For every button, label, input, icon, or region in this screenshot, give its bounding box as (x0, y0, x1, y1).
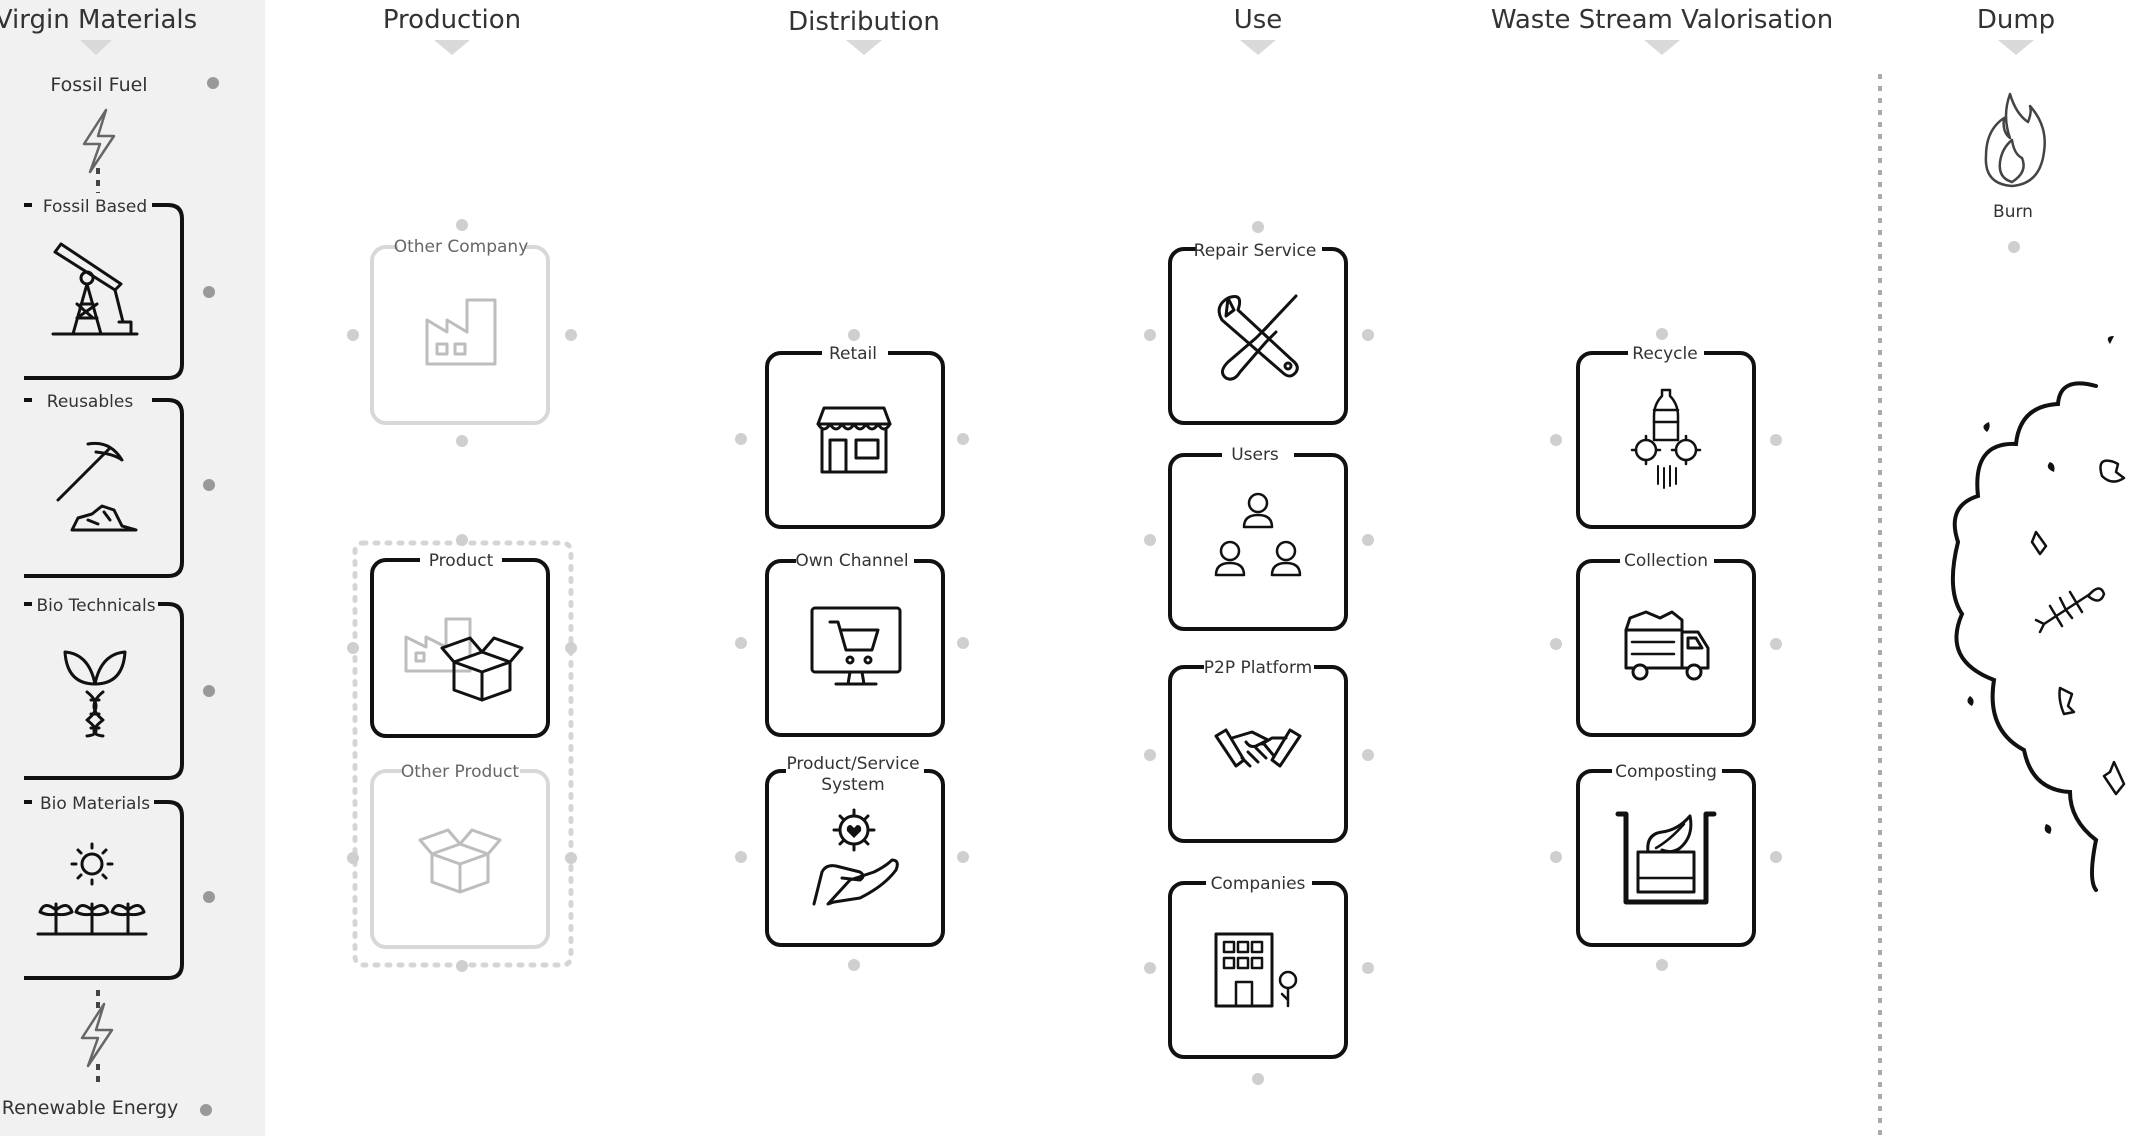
dump-column: Burn (1953, 94, 2124, 890)
connector-dot[interactable] (347, 642, 359, 654)
card-product-service-system[interactable]: Product/Service System (735, 751, 969, 971)
connector-dot[interactable] (456, 435, 468, 447)
connector-dot[interactable] (957, 637, 969, 649)
card-label: Users (1231, 445, 1279, 465)
header-distribution: Distribution (788, 7, 940, 37)
connector-dot[interactable] (203, 891, 215, 903)
connector-dot[interactable] (1656, 959, 1668, 971)
card-other-company[interactable]: Other Company (347, 219, 577, 447)
card-recycle[interactable]: Recycle (1550, 328, 1782, 527)
card-label: Fossil Based (43, 197, 147, 217)
connector-dot[interactable] (1144, 749, 1156, 761)
connector-dot[interactable] (957, 433, 969, 445)
header-use: Use (1234, 5, 1283, 35)
card-companies[interactable]: Companies (1144, 871, 1374, 1085)
connector-dot[interactable] (1362, 749, 1374, 761)
connector-dot[interactable] (1362, 329, 1374, 341)
connector-dot[interactable] (456, 960, 468, 972)
header-dump: Dump (1977, 5, 2055, 35)
card-repair-service[interactable]: Repair Service (1144, 221, 1374, 423)
use-column: Repair Service Users (1144, 221, 1374, 1085)
connector-dot[interactable] (1770, 851, 1782, 863)
burn-label: Burn (1993, 202, 2033, 222)
card-label: Other Product (401, 762, 520, 782)
card-label: Repair Service (1194, 241, 1317, 261)
connector-dot[interactable] (1144, 329, 1156, 341)
card-label: Composting (1615, 762, 1717, 782)
virgin-materials-panel (0, 0, 265, 1136)
card-label-line2: System (821, 775, 884, 795)
connector-dot[interactable] (2008, 241, 2020, 253)
connector-dot[interactable] (1252, 1073, 1264, 1085)
card-p2p-platform[interactable]: P2P Platform (1144, 655, 1374, 841)
card-label: Recycle (1632, 344, 1697, 364)
connector-dot[interactable] (1656, 328, 1668, 340)
connector-dot[interactable] (1144, 962, 1156, 974)
card-label: Companies (1211, 874, 1306, 894)
card-label: Reusables (47, 392, 134, 412)
connector-dot[interactable] (347, 329, 359, 341)
header-arrow (1240, 40, 1276, 55)
connector-dot[interactable] (1550, 851, 1562, 863)
card-label: Product (429, 551, 494, 571)
connector-dot[interactable] (1550, 638, 1562, 650)
card-label: Collection (1624, 551, 1708, 571)
fish-bone-icon (2036, 588, 2104, 632)
production-column: Other Company Product (347, 219, 577, 972)
landfill-icon (1953, 336, 2124, 890)
card-label: Product/Service (786, 754, 919, 774)
card-own-channel[interactable]: Own Channel (735, 549, 969, 735)
connector-dot[interactable] (456, 219, 468, 231)
distribution-column: Retail Own Channel (735, 329, 969, 971)
column-headers: Virgin Materials Production Distribution… (0, 5, 2055, 55)
header-production: Production (383, 5, 521, 35)
connector-dot[interactable] (735, 851, 747, 863)
connector-dot[interactable] (203, 685, 215, 697)
header-arrow (434, 40, 470, 55)
connector-dot[interactable] (203, 286, 215, 298)
card-product[interactable]: Product (347, 534, 577, 736)
connector-dot[interactable] (565, 329, 577, 341)
connector-dot[interactable] (565, 852, 577, 864)
connector-dot[interactable] (1770, 638, 1782, 650)
connector-dot[interactable] (1550, 434, 1562, 446)
connector-dot[interactable] (347, 852, 359, 864)
card-label: P2P Platform (1204, 658, 1312, 678)
header-virgin-materials: Virgin Materials (0, 5, 197, 35)
connector-dot[interactable] (848, 329, 860, 341)
connector-dot[interactable] (200, 1104, 212, 1116)
connector-dot[interactable] (1362, 962, 1374, 974)
waste-stream-column: Recycle Collection (1550, 328, 1782, 971)
card-label: Own Channel (795, 551, 908, 571)
card-label: Bio Technicals (36, 596, 155, 616)
card-retail[interactable]: Retail (735, 329, 969, 527)
card-other-product[interactable]: Other Product (347, 759, 577, 972)
header-arrow (1998, 40, 2034, 55)
connector-dot[interactable] (1252, 221, 1264, 233)
card-label: Other Company (394, 237, 529, 257)
renewable-energy-label: Renewable Energy (2, 1097, 179, 1119)
connector-dot[interactable] (1144, 534, 1156, 546)
card-composting[interactable]: Composting (1550, 759, 1782, 971)
card-collection[interactable]: Collection (1550, 549, 1782, 735)
header-arrow (846, 40, 882, 55)
card-users[interactable]: Users (1144, 443, 1374, 629)
connector-dot[interactable] (1362, 534, 1374, 546)
connector-dot[interactable] (957, 851, 969, 863)
connector-dot[interactable] (735, 433, 747, 445)
connector-dot[interactable] (565, 642, 577, 654)
connector-dot[interactable] (735, 637, 747, 649)
card-label: Bio Materials (40, 794, 150, 814)
card-label: Retail (829, 344, 877, 364)
fire-icon (1986, 94, 2045, 186)
header-arrow (1644, 40, 1680, 55)
connector-dot[interactable] (456, 534, 468, 546)
connector-dot[interactable] (848, 959, 860, 971)
connector-dot[interactable] (207, 77, 219, 89)
connector-dot[interactable] (1770, 434, 1782, 446)
fossil-fuel-label: Fossil Fuel (50, 74, 147, 96)
header-waste-stream: Waste Stream Valorisation (1491, 5, 1833, 35)
connector-dot[interactable] (203, 479, 215, 491)
